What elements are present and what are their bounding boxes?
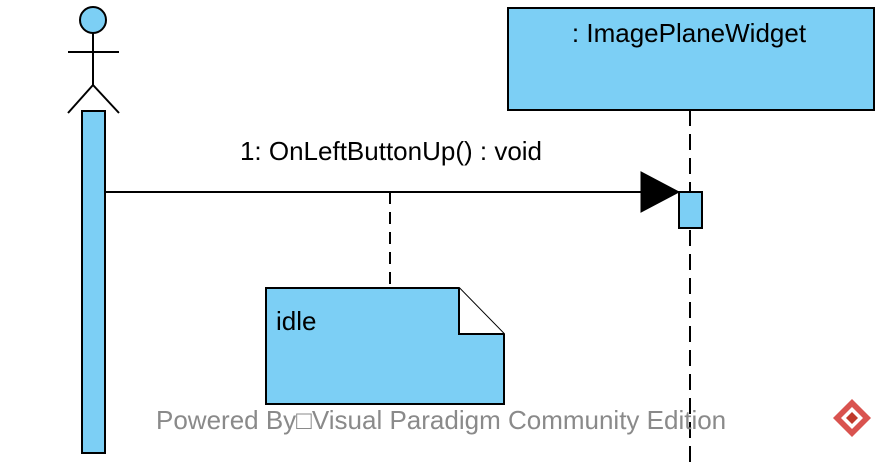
message-label: 1: OnLeftButtonUp() : void [240, 136, 542, 166]
note-fold [458, 288, 504, 335]
actor-head [79, 6, 107, 34]
message-arrowhead [640, 171, 681, 213]
watermark-text: Powered By□Visual Paradigm Community Edi… [156, 405, 726, 435]
note-text: idle [276, 306, 316, 336]
note[interactable]: idle [265, 287, 505, 405]
object-activation-bar[interactable] [678, 191, 703, 229]
note-body [265, 287, 505, 405]
lifeline-object-label: : ImagePlaneWidget [572, 18, 807, 48]
actor[interactable] [67, 6, 120, 114]
lifeline-object-box[interactable] [507, 7, 875, 111]
visual-paradigm-logo-icon [833, 399, 871, 437]
actor-right-leg [92, 84, 120, 114]
actor-activation-bar[interactable] [81, 110, 106, 454]
actor-left-leg [67, 84, 94, 114]
